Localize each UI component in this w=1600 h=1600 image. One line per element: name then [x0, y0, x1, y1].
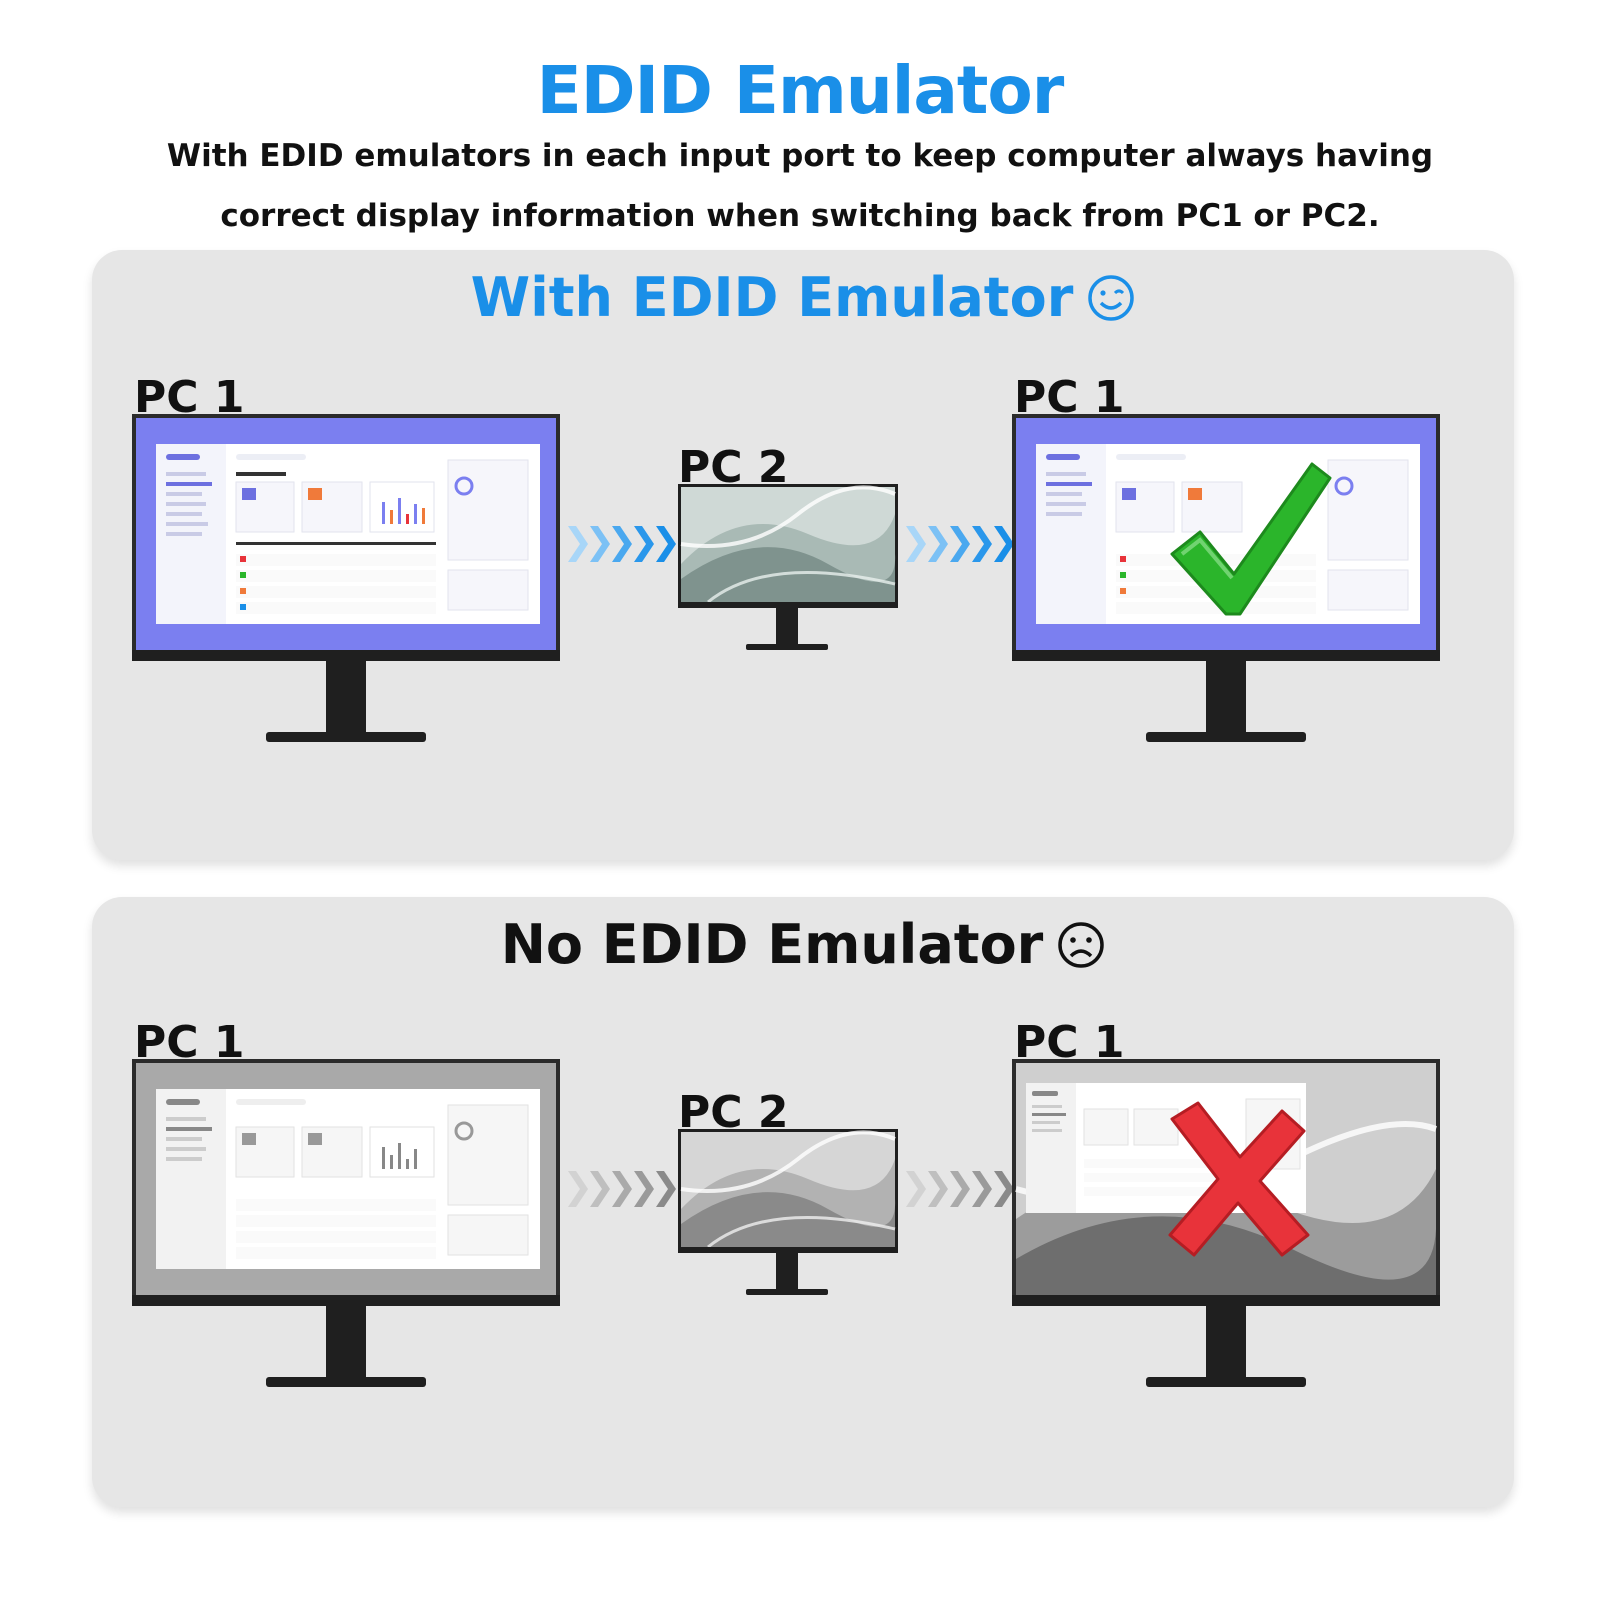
page-subtitle: With EDID emulators in each input port t… — [166, 138, 1434, 234]
page-title: EDID Emulator — [536, 52, 1065, 129]
no-edid-title: No EDID Emulator — [500, 913, 1044, 976]
check-mark-icon — [1170, 462, 1332, 616]
switch-arrows-right-no — [904, 1167, 1014, 1215]
smile-icon — [1088, 274, 1135, 321]
with-edid-heading: With EDID Emulator — [92, 266, 1514, 329]
switch-arrows-left — [566, 522, 676, 570]
with-edid-panel: With EDID Emulator PC 1 PC 2 PC 1 — [92, 250, 1514, 860]
dashboard-screen — [156, 444, 540, 624]
pc1-monitor — [132, 414, 560, 744]
pc1-monitor-restored — [1012, 414, 1440, 744]
pc2-monitor-no — [678, 1129, 898, 1301]
no-edid-heading: No EDID Emulator — [92, 913, 1514, 976]
pc2-monitor — [678, 484, 898, 656]
no-edid-panel: No EDID Emulator PC 1 PC 2 PC 1 — [92, 897, 1514, 1507]
switch-arrows-left-no — [566, 1167, 676, 1215]
switch-arrows-right — [904, 522, 1014, 570]
pc1-monitor-wrong-resolution — [1012, 1059, 1440, 1389]
sad-icon — [1058, 921, 1105, 968]
cross-mark-icon — [1168, 1101, 1310, 1257]
pc1-monitor-no — [132, 1059, 560, 1389]
with-edid-title: With EDID Emulator — [470, 266, 1074, 329]
